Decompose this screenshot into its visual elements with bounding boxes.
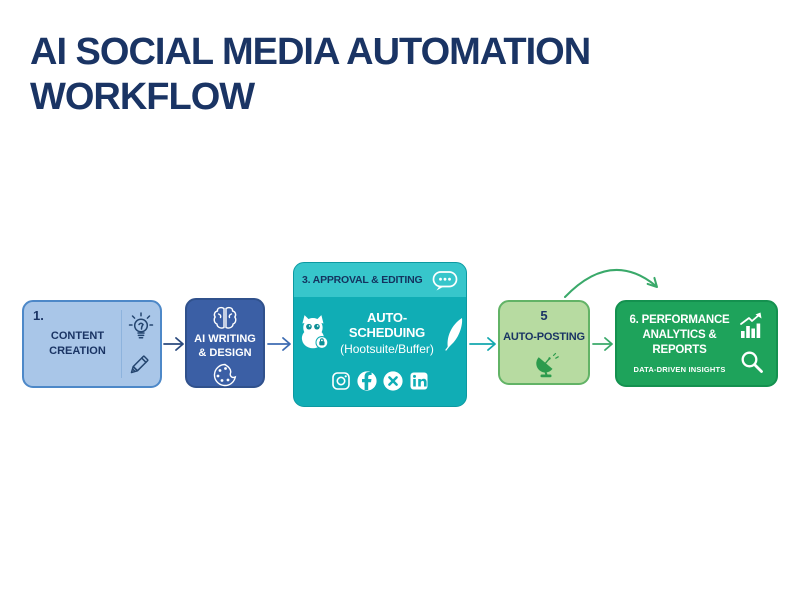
step-content-creation: 1. CONTENT CREATION (22, 300, 162, 388)
speech-bubble-icon (430, 267, 460, 293)
feather-icon (440, 315, 466, 351)
arrow-step4-to-step5 (592, 337, 613, 351)
step-auto-posting: 5 AUTO-POSTING (498, 300, 590, 385)
bar-chart-arrow-icon (737, 311, 767, 341)
step-label: AUTO-POSTING (503, 330, 585, 343)
arrow-step1-to-step2 (163, 337, 184, 351)
arrow-step3-to-step4 (469, 337, 496, 351)
palette-icon (211, 361, 239, 389)
step-number: 5 (540, 308, 548, 323)
approval-header: 3. APPROVAL & EDITING (294, 263, 466, 297)
owl-icon (294, 313, 334, 353)
divider (121, 310, 122, 378)
step-label: 6. PERFORMANCE ANALYTICS & REPORTS (629, 314, 730, 356)
scheduling-subtitle: (Hootsuite/Buffer) (340, 342, 434, 356)
lightbulb-icon (127, 311, 155, 343)
page-title: AI SOCIAL MEDIA AUTOMATION WORKFLOW (30, 30, 591, 120)
magnifier-icon (738, 348, 766, 376)
satellite-dish-icon (529, 350, 559, 378)
brain-icon (210, 305, 240, 332)
social-icons-row (294, 370, 466, 392)
page-title-line2: WORKFLOW (30, 75, 255, 118)
step-sublabel: DATA-DRIVEN INSIGHTS (633, 364, 726, 374)
step-number: 1. (33, 308, 44, 323)
step-approval-scheduling: 3. APPROVAL & EDITING (293, 262, 467, 407)
step-label: CONTENT CREATION (49, 330, 106, 357)
approval-header-label: 3. APPROVAL & EDITING (302, 274, 423, 286)
scheduling-title: AUTO-SCHEDUING (348, 310, 426, 340)
linkedin-icon (408, 370, 430, 392)
page-title-line1: AI SOCIAL MEDIA AUTOMATION (30, 31, 591, 73)
facebook-icon (356, 370, 378, 392)
x-icon (382, 370, 404, 392)
arrow-step2-to-step3 (267, 337, 291, 351)
step-ai-writing-design: AI WRITING & DESIGN (185, 298, 265, 388)
curved-arrow-autoposting-to-performance (564, 268, 658, 298)
step-performance-analytics: 6. PERFORMANCE ANALYTICS & REPORTS DATA-… (615, 300, 778, 387)
instagram-icon (330, 370, 352, 392)
pencil-icon (127, 349, 155, 377)
step-label: AI WRITING & DESIGN (194, 333, 256, 360)
